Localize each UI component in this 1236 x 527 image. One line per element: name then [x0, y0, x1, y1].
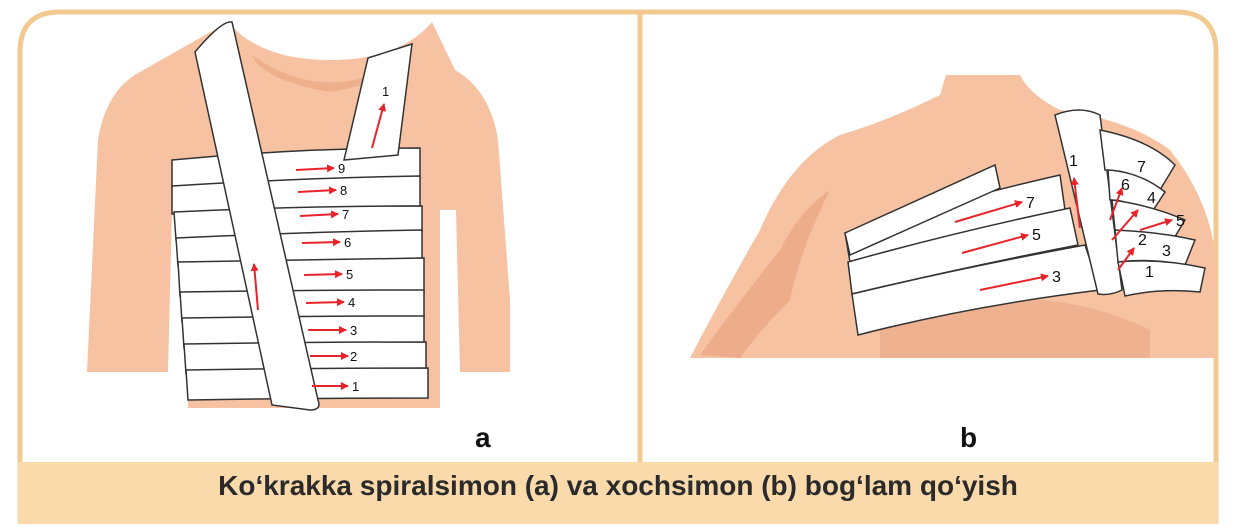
band-number: 4 [348, 295, 355, 310]
chest-number: 7 [1026, 195, 1035, 212]
band-number: 2 [350, 349, 357, 364]
chest-number: 5 [1032, 227, 1041, 244]
shoulder-number: 7 [1137, 159, 1146, 176]
band-number: 9 [338, 161, 345, 176]
shoulder-number: 3 [1162, 243, 1171, 260]
shoulder-number: 1 [1145, 264, 1154, 281]
shoulder-number: 4 [1147, 190, 1156, 207]
band-number: 3 [350, 323, 357, 338]
band-number: 8 [340, 183, 347, 198]
band-number: 7 [342, 207, 349, 222]
band-number: 6 [344, 235, 351, 250]
shoulder-number: 6 [1121, 177, 1130, 194]
strap-number-b: 1 [1069, 153, 1078, 170]
chest-number: 3 [1052, 269, 1061, 286]
figure-caption: Ko‘krakka spiralsimon (a) va xochsimon (… [20, 470, 1216, 502]
panel-a-label: a [475, 422, 491, 454]
shoulder-number: 2 [1138, 232, 1147, 249]
band-number: 5 [346, 267, 353, 282]
strap-number-a: 1 [382, 84, 389, 99]
band-number: 1 [352, 379, 359, 394]
panel-b-label: b [960, 422, 977, 454]
shoulder-number: 5 [1176, 213, 1185, 230]
